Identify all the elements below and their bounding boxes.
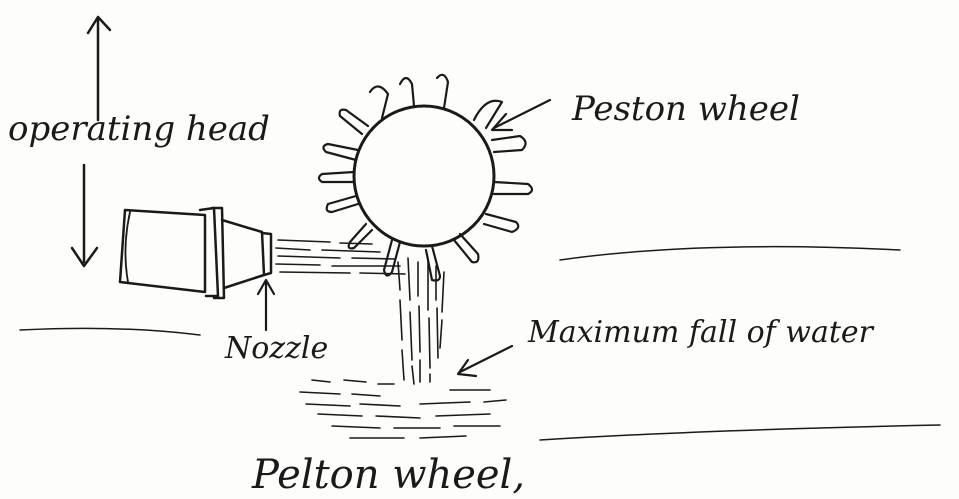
- max-fall-pointer-arrow: [458, 346, 512, 376]
- water-pool: [300, 380, 506, 438]
- max-fall-label: Maximum fall of water: [527, 315, 875, 350]
- diagram-caption: Pelton wheel,: [251, 452, 525, 498]
- nozzle-pointer-arrow: [258, 280, 274, 330]
- nozzle-label: Nozzle: [224, 331, 328, 366]
- water-jet: [276, 240, 405, 274]
- operating-head-label: operating head: [8, 109, 270, 149]
- falling-water: [398, 258, 444, 384]
- nozzle-body: [120, 208, 271, 298]
- pelton-wheel-label: Peston wheel: [571, 89, 800, 129]
- pelton-wheel: [354, 106, 494, 246]
